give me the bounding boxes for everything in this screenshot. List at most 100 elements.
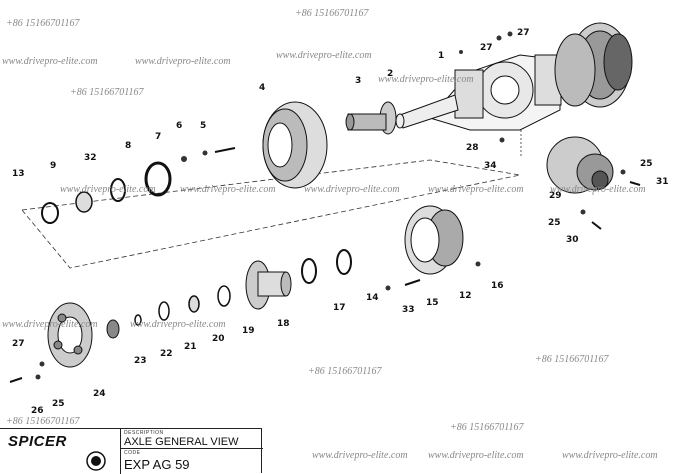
wheel-hub-right — [554, 22, 633, 108]
watermark-text: +86 15166701167 — [6, 416, 81, 427]
callout-28: 28 — [466, 143, 479, 153]
watermarks: +86 15166701167 +86 15166701167 www.drivep… — [2, 8, 658, 461]
callout-18: 18 — [277, 319, 290, 329]
callout-14: 14 — [366, 293, 379, 303]
code-value: EXP AG 59 — [124, 457, 190, 472]
callout-12: 12 — [459, 291, 472, 301]
callout-27: 27 — [12, 339, 25, 349]
seal-8 — [144, 161, 172, 197]
ring-13 — [41, 202, 59, 224]
bolt-25b — [580, 209, 586, 215]
callout-27: 27 — [480, 43, 493, 53]
title-block-fields: DESCRIPTION AXLE GENERAL VIEW CODE EXP A… — [120, 429, 263, 474]
bolt-31 — [629, 181, 641, 186]
callout-20: 20 — [212, 334, 225, 344]
watermark-text: www.drivepro-elite.com — [2, 319, 98, 330]
callout-22: 22 — [160, 349, 173, 359]
washer-6 — [202, 150, 208, 156]
callout-6: 6 — [176, 121, 182, 131]
callout-25: 25 — [548, 218, 561, 228]
callout-13: 13 — [12, 169, 25, 179]
watermark-text: www.drivepro-elite.com — [312, 450, 408, 461]
bolt-30 — [591, 221, 602, 230]
ring-22 — [134, 314, 142, 326]
carrier-24 — [47, 302, 93, 368]
watermark-text: www.drivepro-elite.com — [562, 450, 658, 461]
axle-housing — [429, 54, 562, 131]
callout-25: 25 — [640, 159, 653, 169]
watermark-text: +86 15166701167 — [70, 87, 145, 98]
callout-34: 34 — [484, 161, 497, 171]
callout-2: 2 — [387, 69, 393, 79]
plug-16 — [475, 261, 481, 267]
watermark-text: www.drivepro-elite.com — [135, 56, 231, 67]
watermark-text: +86 15166701167 — [450, 422, 525, 433]
description-caption: DESCRIPTION — [124, 430, 164, 436]
callout-32: 32 — [84, 153, 97, 163]
callout-7: 7 — [155, 132, 161, 142]
callout-19: 19 — [242, 326, 255, 336]
callout-15: 15 — [426, 298, 439, 308]
gear-23 — [106, 319, 120, 339]
callout-16: 16 — [491, 281, 504, 291]
callout-33: 33 — [402, 305, 415, 315]
watermark-text: www.drivepro-elite.com — [276, 50, 372, 61]
brand-logo: SPICER — [8, 433, 67, 450]
ring-21 — [158, 301, 170, 321]
flange-3 — [345, 101, 397, 135]
ring-17 — [301, 258, 317, 284]
differential-29 — [546, 136, 614, 194]
nut-33 — [385, 285, 391, 291]
watermark-text: www.drivepro-elite.com — [428, 450, 524, 461]
callout-29: 29 — [549, 191, 562, 201]
callout-25: 25 — [52, 399, 65, 409]
callout-3: 3 — [355, 76, 361, 86]
callout-24: 24 — [93, 389, 106, 399]
callout-27: 27 — [517, 28, 530, 38]
spindle-18 — [245, 260, 292, 310]
ring-14 — [336, 249, 352, 275]
callout-1: 1 — [438, 51, 444, 61]
callout-26: 26 — [31, 406, 44, 416]
bolt-25c — [35, 374, 41, 380]
callout-31: 31 — [656, 177, 669, 187]
plug-28 — [499, 137, 505, 143]
watermark-text: www.drivepro-elite.com — [2, 56, 98, 67]
bearing-9 — [75, 191, 93, 213]
callout-5: 5 — [200, 121, 206, 131]
watermark-text: +86 15166701167 — [6, 18, 81, 29]
watermark-text: www.drivepro-elite.com — [428, 184, 524, 195]
watermark-text: www.drivepro-elite.com — [60, 184, 156, 195]
callout-8: 8 — [125, 141, 131, 151]
dana-seal-icon — [86, 451, 106, 471]
watermark-text: www.drivepro-elite.com — [550, 184, 646, 195]
bolt-27c — [39, 361, 45, 367]
nut-7 — [181, 156, 187, 162]
hub-12 — [404, 205, 464, 275]
watermark-text: www.drivepro-elite.com — [130, 319, 226, 330]
code-caption: CODE — [124, 450, 141, 456]
bolt-25a — [620, 169, 626, 175]
description-value: AXLE GENERAL VIEW — [124, 436, 239, 448]
watermark-text: www.drivepro-elite.com — [180, 184, 276, 195]
bolt-27b — [507, 31, 513, 37]
stud-15 — [404, 279, 421, 286]
axle-shaft — [395, 94, 459, 129]
ring-32 — [110, 178, 126, 202]
callout-21: 21 — [184, 342, 197, 352]
watermark-text: www.drivepro-elite.com — [378, 74, 474, 85]
watermark-text: +86 15166701167 — [308, 366, 383, 377]
watermark-text: www.drivepro-elite.com — [304, 184, 400, 195]
watermark-text: +86 15166701167 — [295, 8, 370, 19]
ring-gear-4 — [262, 101, 328, 189]
title-block: SPICER DESCRIPTION AXLE GENERAL VIEW COD… — [0, 428, 263, 474]
callout-4: 4 — [259, 83, 265, 93]
ring-19 — [217, 285, 231, 307]
callout-23: 23 — [134, 356, 147, 366]
watermark-text: +86 15166701167 — [535, 354, 610, 365]
callout-30: 30 — [566, 235, 579, 245]
pin-5 — [214, 147, 236, 153]
callout-17: 17 — [333, 303, 346, 313]
bolt-1 — [459, 50, 463, 54]
